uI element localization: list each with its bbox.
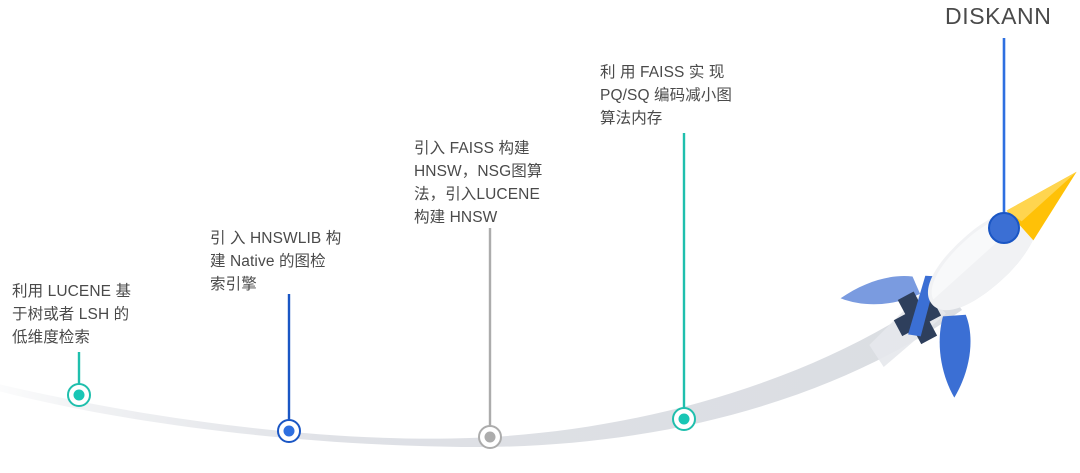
milestone-label-line: 构建 HNSW: [414, 208, 498, 226]
milestone-label-line: 算法内存: [600, 109, 663, 127]
milestone-marker-dot: [283, 425, 295, 437]
diskann-node-marker[interactable]: [988, 212, 1020, 244]
rocket-nose-cone-highlight: [1006, 171, 1077, 222]
milestone-label-line: 利 用 FAISS 实 现: [600, 64, 725, 81]
milestone-label-lucene-tree-lsh: 利用 LUCENE 基于树或者 LSH 的低维度检索: [12, 281, 152, 350]
milestone-label-line: 法，引入LUCENE: [414, 185, 540, 203]
milestone-label-line: 索引擎: [210, 275, 257, 293]
milestone-marker-dot: [73, 389, 85, 401]
milestone-label-line: 引入 FAISS 构建: [414, 140, 530, 157]
milestone-label-line: 建 Native 的图检: [210, 252, 326, 270]
rocket-nose-cone: [1006, 171, 1077, 241]
milestone-label-faiss-pqsq-memory: 利 用 FAISS 实 现 PQ/SQ 编码减小图算法内存: [600, 62, 768, 131]
milestone-label-hnswlib-native: 引 入 HNSWLIB 构建 Native 的图检索引擎: [210, 228, 358, 297]
milestone-label-line: 低维度检索: [12, 328, 91, 346]
milestone-marker-dot: [484, 431, 496, 443]
milestone-marker-lucene-tree-lsh[interactable]: [67, 383, 91, 407]
milestone-marker-dot: [678, 413, 690, 425]
page-title: DISKANN: [945, 3, 1052, 29]
milestone-marker-faiss-pqsq-memory[interactable]: [672, 407, 696, 431]
milestone-label-line: PQ/SQ 编码减小图: [600, 86, 733, 104]
milestone-marker-hnswlib-native[interactable]: [277, 419, 301, 443]
rocket-fin-lower: [939, 314, 971, 398]
milestone-label-line: 于树或者 LSH 的: [12, 305, 130, 323]
milestone-label-line: HNSW，NSG图算: [414, 162, 543, 180]
milestone-label-line: 利用 LUCENE 基: [12, 283, 132, 300]
milestone-label-faiss-hnsw-nsg-lucene: 引入 FAISS 构建 HNSW，NSG图算法，引入LUCENE 构建 HNSW: [414, 138, 570, 230]
rocket-fin-upper: [840, 276, 921, 305]
curve-band: [0, 288, 962, 448]
milestone-label-line: 引 入 HNSWLIB 构: [210, 230, 342, 247]
milestone-marker-faiss-hnsw-nsg-lucene[interactable]: [478, 425, 502, 449]
